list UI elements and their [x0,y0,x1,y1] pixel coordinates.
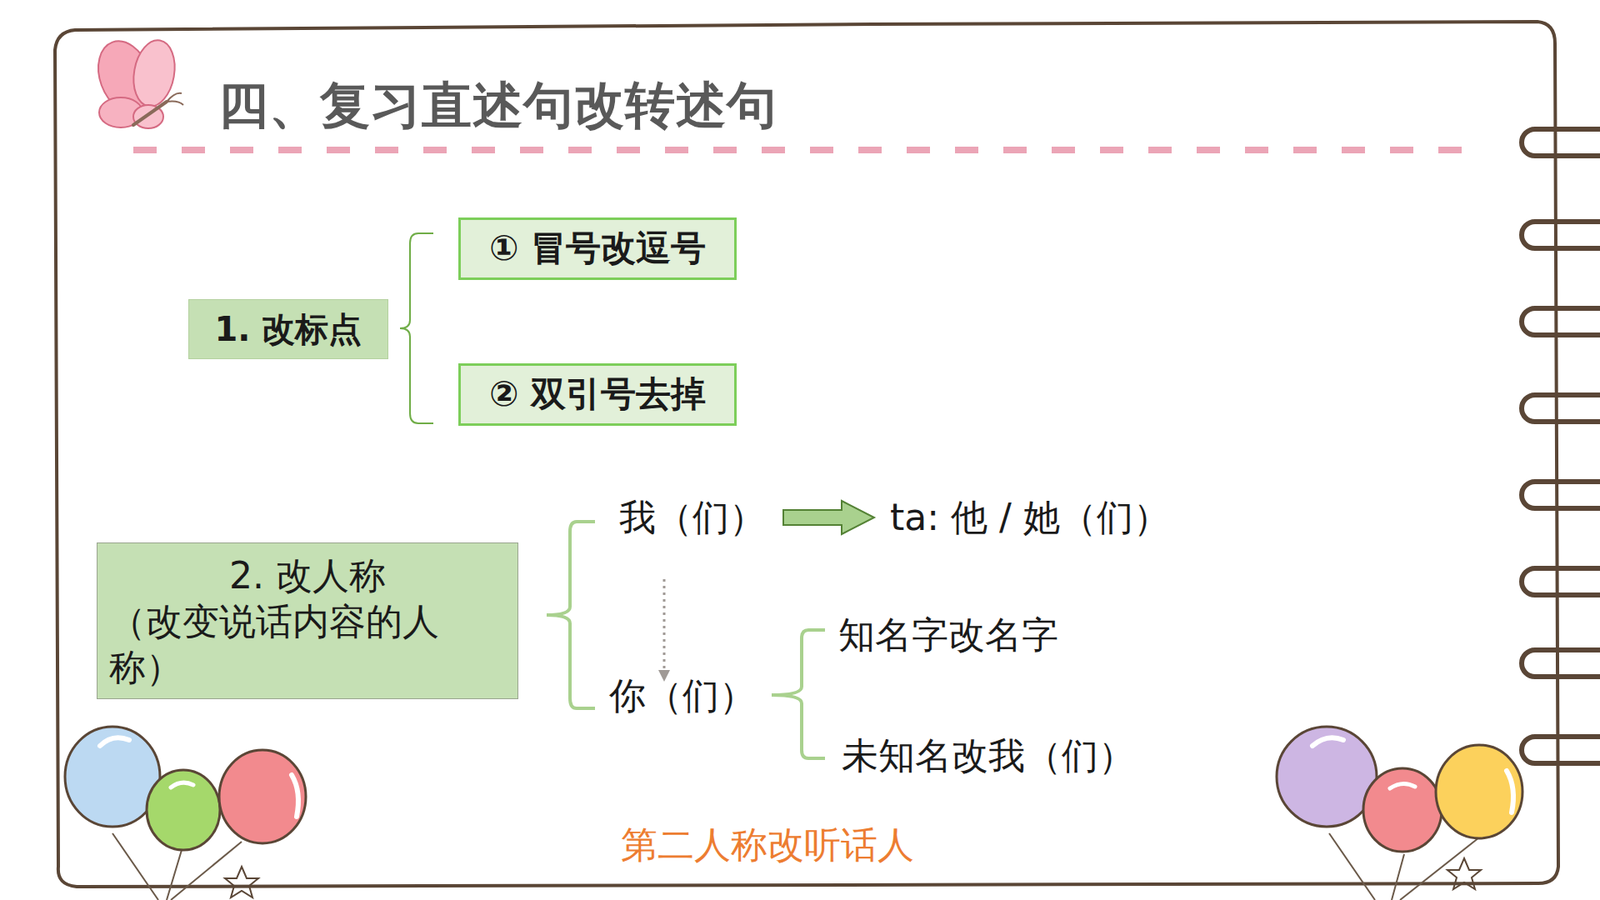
pronoun-label: 你（们） [609,671,756,721]
node-heading: 1. 改标点 [215,308,363,350]
butterfly [89,33,184,129]
pronoun-label: ta: 他 / 她（们） [890,493,1170,543]
slide-title: 四、复习直述句改转述句 [218,72,778,140]
node-heading: ① 冒号改逗号 [489,226,706,271]
notebook-frame [55,21,1559,887]
balloons [65,726,306,900]
node-heading: ② 双引号去掉 [489,372,706,417]
category-box: 2. 改人称（改变说话内容的人称） [96,542,519,700]
bracket [546,521,595,709]
title-dashed-rule [133,146,1469,154]
rule-note: 未知名改我（们） [841,731,1135,781]
node-heading: 2. 改人称 [109,552,455,599]
rule-box: ② 双引号去掉 [458,363,737,426]
rule-box: ① 冒号改逗号 [458,217,737,280]
pronoun-label: 我（们） [619,493,766,543]
rule-note: 知名字改名字 [838,610,1059,660]
notebook-rings [1521,129,1600,764]
balloons [1276,726,1523,900]
bracket [400,233,434,424]
block-arrow [783,500,875,535]
category-box: 1. 改标点 [188,299,389,360]
hint-note: 第二人称改听话人 [620,820,915,870]
node-body: （改变说话内容的人称） [109,598,455,690]
bracket [771,630,825,759]
dotted-arrow [663,579,666,671]
